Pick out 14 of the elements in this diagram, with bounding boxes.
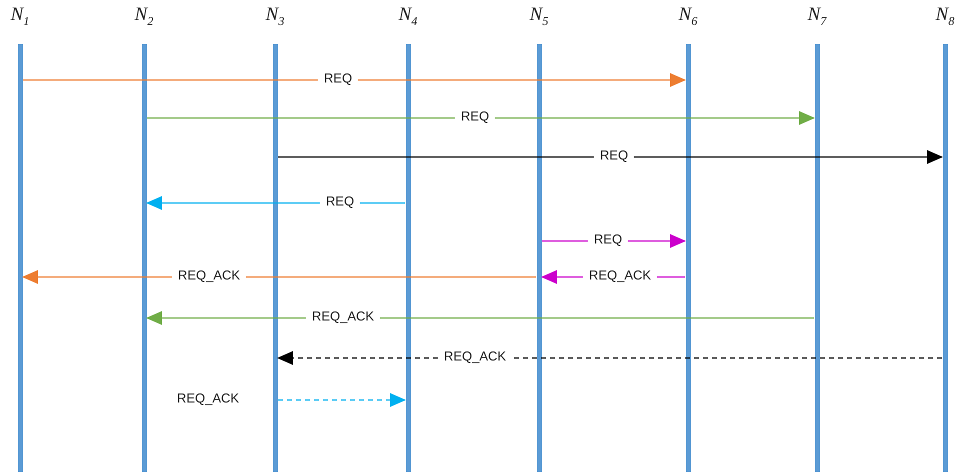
node-heading: N$_{4}$	[398, 4, 418, 29]
arrow	[146, 311, 814, 325]
arrow	[278, 150, 943, 164]
arrow	[23, 73, 686, 87]
node-heading: N$_{2}$	[134, 4, 154, 29]
node-heading: N$_{1}$	[10, 4, 30, 29]
node-heading: N$_{6}$	[678, 4, 698, 29]
node-heading: N$_{7}$	[808, 4, 826, 29]
arrow	[147, 111, 815, 125]
node-heading: N$_{5}$	[530, 4, 548, 29]
arrow	[278, 393, 406, 407]
node-heading: N$_{3}$	[266, 4, 284, 29]
arrow	[277, 351, 942, 365]
node-heading: N$_{8}$	[936, 4, 954, 29]
